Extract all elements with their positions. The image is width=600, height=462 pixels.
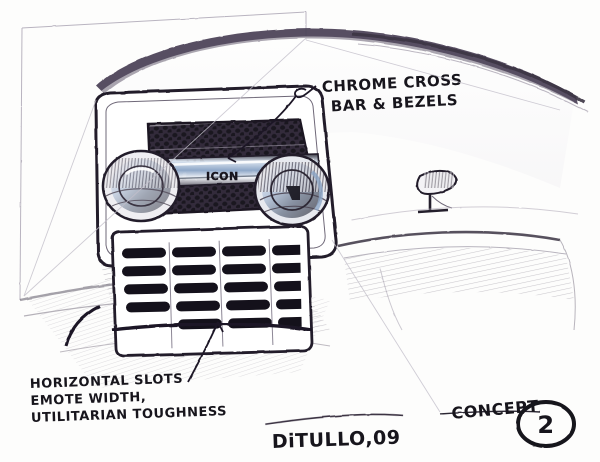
grille-emblem-text: ICON bbox=[206, 170, 239, 183]
lower-slotted-grille bbox=[64, 224, 314, 358]
construction-lines bbox=[23, 37, 561, 413]
fender-detail-lines bbox=[337, 206, 579, 331]
hood-surface bbox=[100, 36, 574, 189]
signature-text: DiTULLO,09 bbox=[272, 427, 401, 453]
concept-number-circle bbox=[516, 400, 576, 448]
concept-number: 2 bbox=[537, 411, 554, 439]
slots-note-line-2: EMOTE WIDTH, bbox=[30, 390, 146, 409]
vehicle-body-background bbox=[96, 28, 578, 189]
annotation-horizontal-slots: HORIZONTAL SLOTS EMOTE WIDTH, UTILITARIA… bbox=[30, 372, 228, 426]
fender-topline bbox=[351, 32, 589, 113]
grille-slots-group bbox=[122, 238, 302, 350]
headlight-left bbox=[101, 149, 181, 223]
artist-signature: DiTULLO,09 bbox=[265, 413, 404, 453]
slots-note-line-1: HORIZONTAL SLOTS bbox=[30, 372, 184, 392]
side-mirror bbox=[416, 170, 458, 214]
fender-shadow-hatch bbox=[344, 247, 574, 302]
chrome-note-leader bbox=[227, 85, 317, 163]
headlight-right bbox=[253, 153, 331, 227]
slots-note-leader bbox=[187, 321, 224, 383]
slots-note-line-3: UTILITARIAN TOUGHNESS bbox=[31, 404, 227, 426]
